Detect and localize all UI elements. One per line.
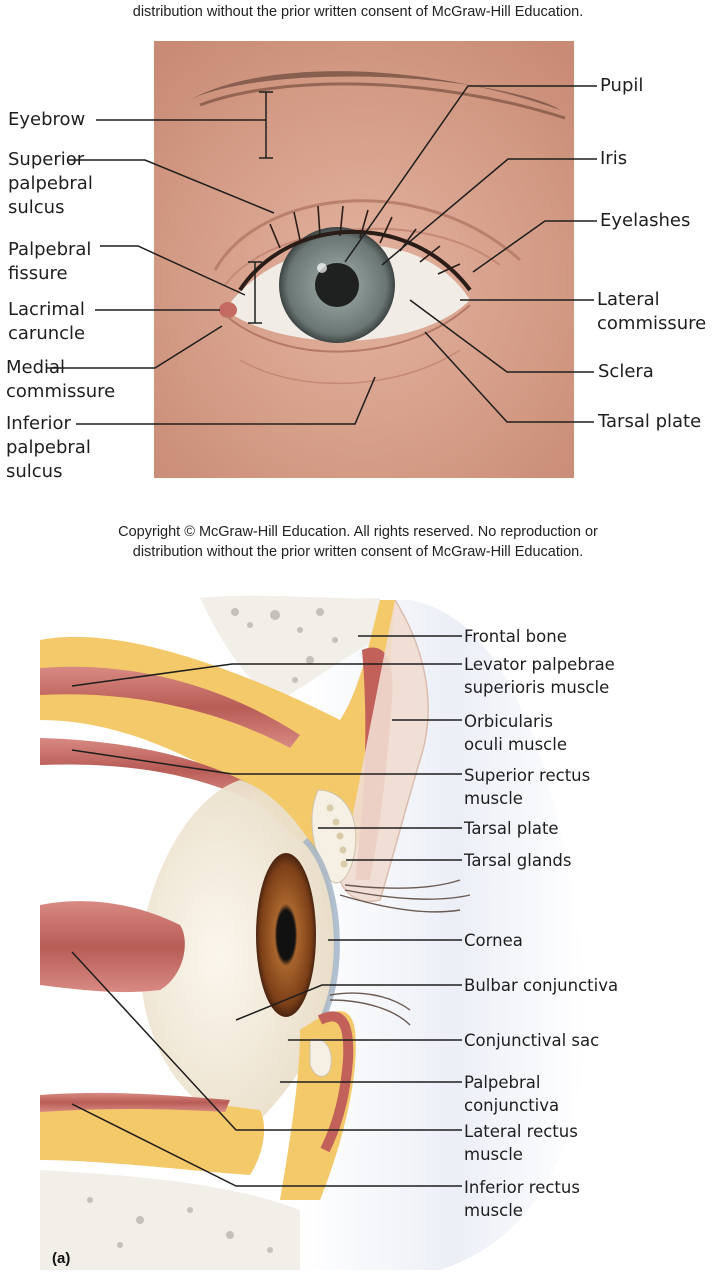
label-orbicularis-oculi: Orbicularis oculi muscle — [464, 712, 567, 754]
label-lateral-commissure: Lateral commissure — [597, 289, 707, 334]
label-frontal-bone: Frontal bone — [464, 627, 567, 646]
label-palpebral-fissure: Palpebral fissure — [8, 239, 92, 284]
copyright-line-2: distribution without the prior written c… — [132, 544, 584, 560]
label-palpebral-conjunctiva: Palpebral conjunctiva — [464, 1073, 560, 1115]
copyright-top: distribution without the prior written c… — [132, 4, 584, 20]
label-inferior-palpebral-sulcus: Inferior palpebral sulcus — [6, 413, 91, 482]
label-eyebrow: Eyebrow — [8, 109, 86, 130]
label-pupil: Pupil — [600, 75, 644, 96]
label-sclera: Sclera — [598, 361, 654, 382]
label-conjunctival-sac: Conjunctival sac — [464, 1031, 600, 1050]
label-cornea: Cornea — [464, 931, 523, 950]
label-superior-palpebral-sulcus: Superior palpebral sulcus — [8, 149, 93, 218]
section-leader-lines — [71, 635, 462, 1187]
label-tarsal-glands: Tarsal glands — [464, 851, 572, 870]
label-superior-rectus: Superior rectus muscle — [464, 766, 591, 808]
label-tarsal-plate-photo: Tarsal plate — [598, 411, 702, 432]
label-medial-commissure: Medial commissure — [6, 357, 116, 402]
eye-photo — [154, 41, 574, 478]
label-levator-palpebrae: Levator palpebrae superioris muscle — [464, 655, 615, 697]
label-tarsal-plate-section: Tarsal plate — [464, 819, 559, 838]
label-inferior-rectus: Inferior rectus muscle — [464, 1178, 580, 1220]
label-lacrimal-caruncle: Lacrimal caruncle — [8, 299, 86, 344]
photo-leader-lines — [46, 85, 597, 425]
label-iris: Iris — [600, 148, 628, 169]
copyright-line-1: Copyright © McGraw-Hill Education. All r… — [118, 524, 598, 540]
eyelid-section — [40, 595, 585, 1270]
figure-letter: (a) — [52, 1250, 71, 1267]
label-lateral-rectus: Lateral rectus muscle — [464, 1122, 578, 1164]
label-bulbar-conjunctiva: Bulbar conjunctiva — [464, 976, 619, 995]
label-eyelashes: Eyelashes — [600, 210, 691, 231]
